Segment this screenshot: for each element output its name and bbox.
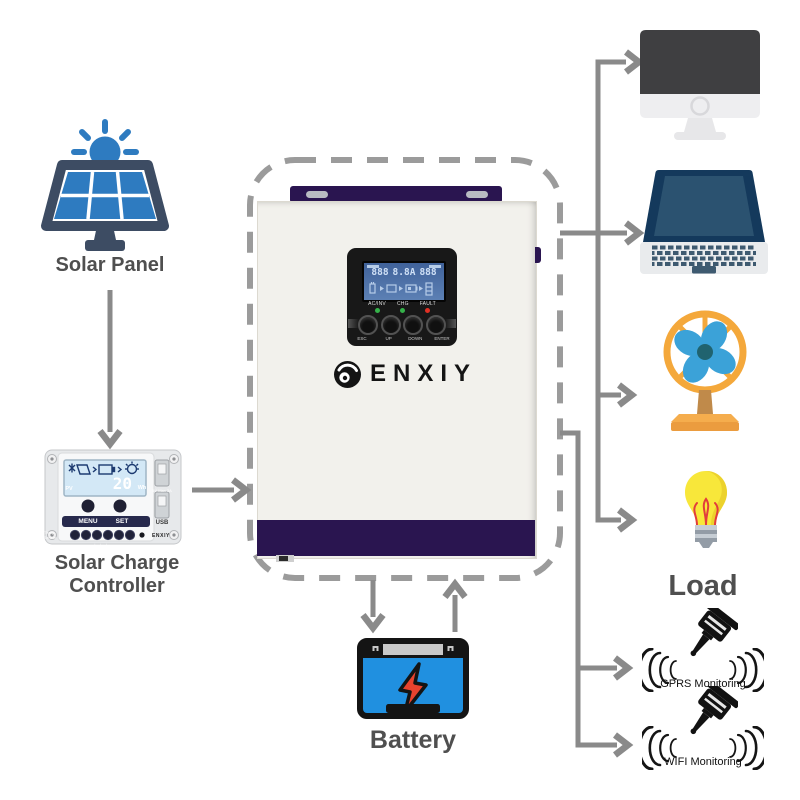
inverter-brand: ENXIY [370,360,478,387]
esc-button [358,315,378,335]
controller-brand: ENXIY [151,532,170,539]
usb-ports [154,459,170,519]
bracket-slot-icon [466,191,488,198]
wifi-waves-icon [642,726,764,770]
load-label: Load [668,570,738,602]
controller-terminal-marks: + - + - + - [93,541,111,547]
enter-button [425,315,446,335]
inverter-bottom-connector [276,555,294,562]
inverter-mount-bracket [290,186,502,203]
inverter-bottom-band [257,520,535,556]
controller-lcd-unit: Wh [137,485,147,491]
terminal-blocks [69,529,136,541]
led-ac-inv [374,308,380,313]
charge-controller-label: Solar Charge Controller [54,552,180,597]
up-button [380,315,401,335]
inverter-led-row: AC/INV CHG FAULT [347,301,457,313]
solar-panel-icon [41,119,169,251]
wire-load-trunk [595,59,626,523]
wifi-monitoring-label: WIFI Monitoring [664,756,742,768]
bracket-slot-icon [306,191,328,198]
laptop-icon [640,170,768,274]
logo-swirl-icon [334,360,361,388]
battery-icon [357,638,469,719]
inverter-dashed-border [247,157,563,581]
controller-temp-sensor-label: Temp. Sensor [43,530,57,540]
wire-monitoring-trunk [560,430,617,748]
solar-panel-label: Solar Panel [55,254,165,276]
controller-lcd-icons [68,461,139,475]
charge-controller: MENU SET 20 Wh PV USB 5V Max 3A Temp. Se… [42,448,184,547]
inverter-logo: ENXIY [334,360,477,388]
controller-usb-label: USB [155,520,169,526]
controller-menu-label: MENU [78,517,98,525]
led-fault [425,308,431,313]
controller-usb-spec: 5V Max 3A [152,488,172,493]
down-button [403,315,424,335]
screw-holes [47,454,179,540]
gprs-dongle-icon [690,608,738,657]
arrow-heads [97,49,645,758]
battery-label: Battery [369,726,457,754]
controller-set-label: SET [115,517,129,525]
gprs-waves-icon [642,648,764,692]
controller-lcd-pv-label: PV [65,486,73,492]
charge-controller-icon [44,449,182,545]
monitor-icon [640,30,760,140]
inverter-buttons [358,315,446,335]
sun-icon [71,119,139,155]
wifi-dongle-icon [690,686,738,735]
lcd-status-icons [369,282,433,296]
led-chg [400,308,406,313]
inverter-side-tab [535,247,541,263]
light-bulb-icon [685,471,727,548]
fan-icon [663,310,747,431]
controller-lcd-value: 20 [112,474,132,493]
gprs-monitoring-label: GPRS Monitoring [660,678,746,690]
